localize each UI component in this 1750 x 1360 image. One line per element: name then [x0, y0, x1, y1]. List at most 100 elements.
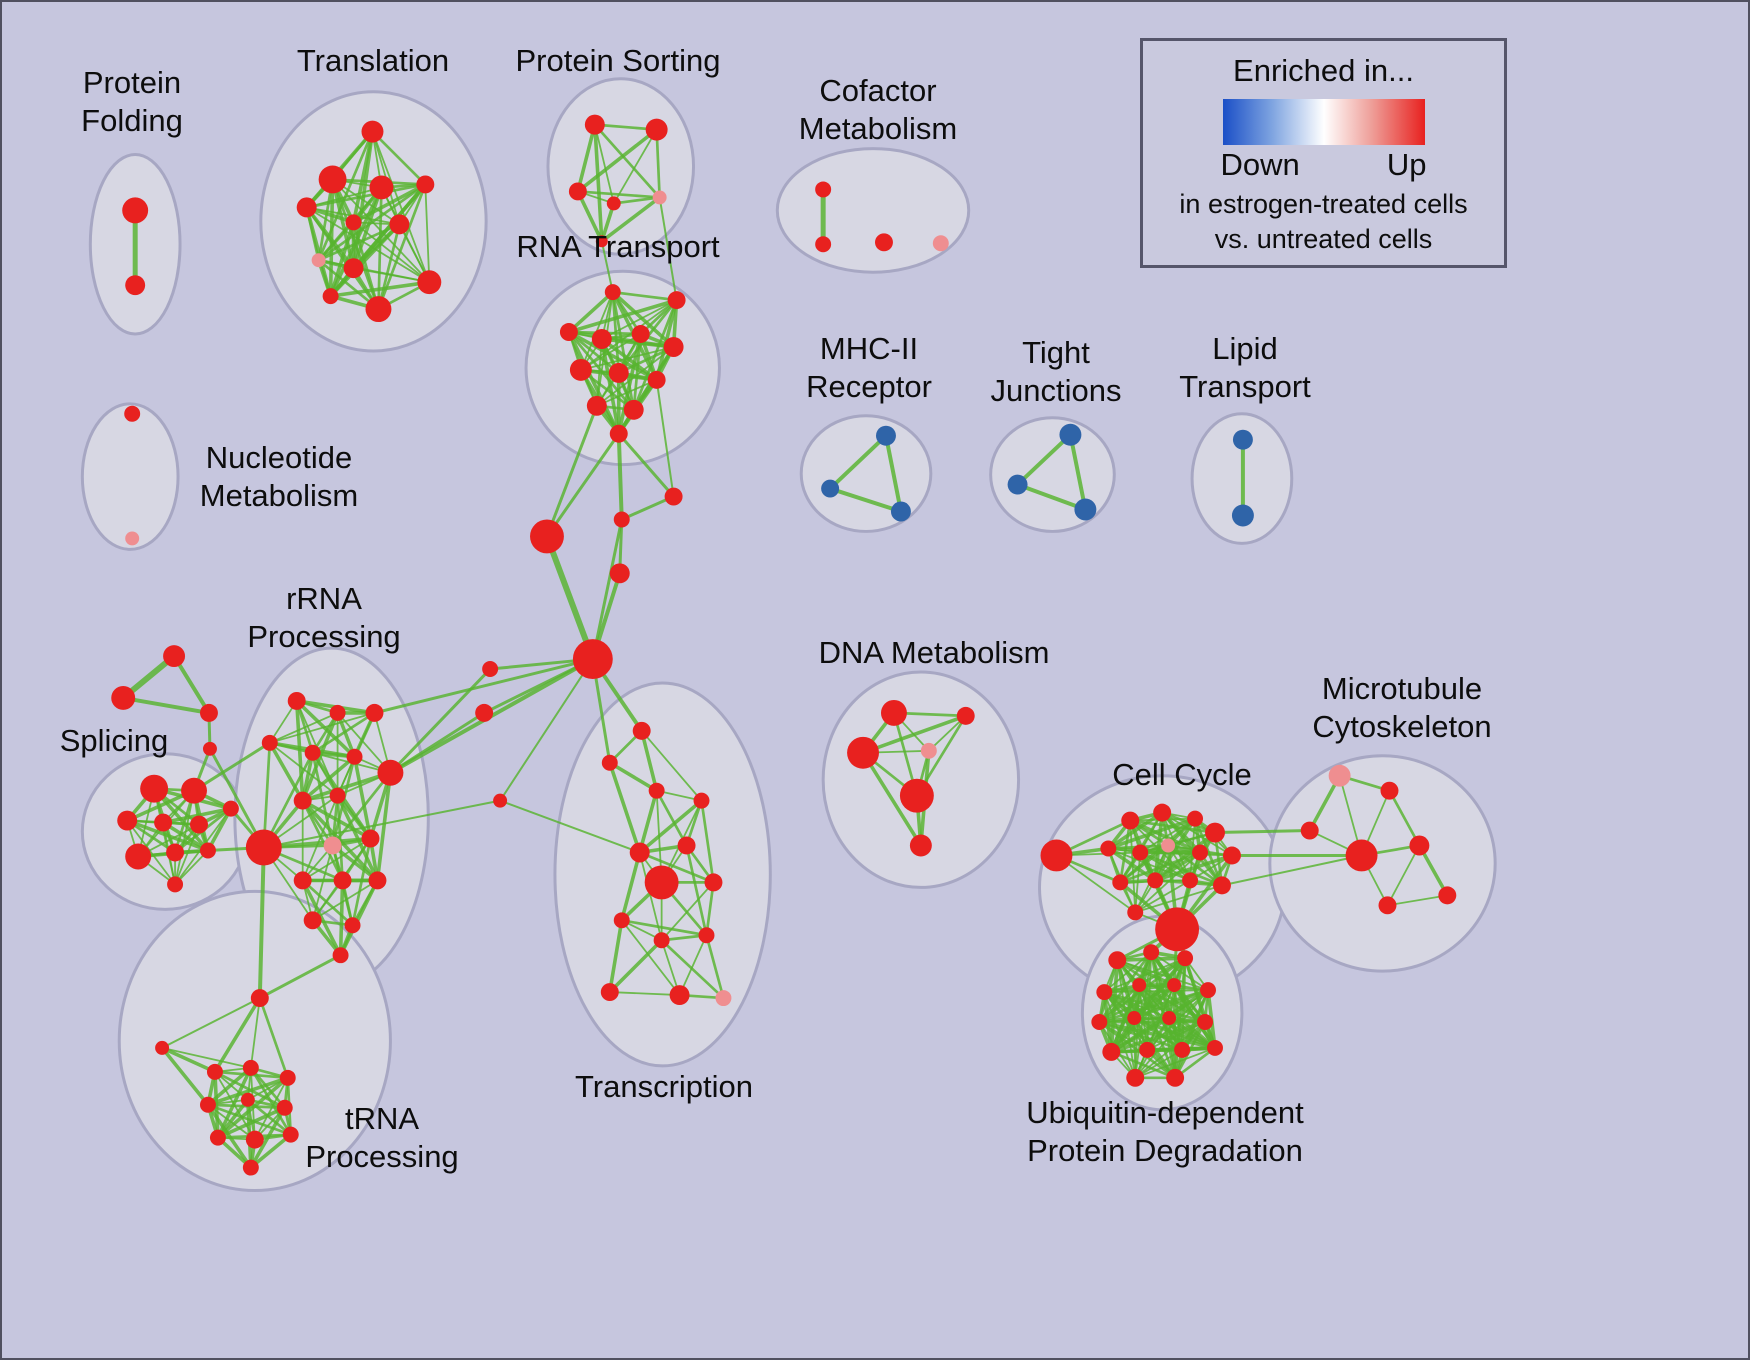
node-ubiquitin-12[interactable]: [1139, 1041, 1156, 1058]
node-ubiquitin-0[interactable]: [1108, 951, 1127, 970]
node-transcription-1[interactable]: [601, 754, 618, 771]
node-rna-transport-11[interactable]: [609, 424, 628, 443]
node-trna-processing-11[interactable]: [242, 1159, 259, 1176]
node-rrna-processing-13[interactable]: [333, 871, 352, 890]
node-translation-0[interactable]: [361, 120, 384, 143]
node-rna-transport-6[interactable]: [569, 358, 592, 381]
node-rna-transport-5[interactable]: [663, 337, 684, 357]
node-nucleotide-metabolism-0[interactable]: [124, 405, 141, 422]
node-cofactor-metabolism-0[interactable]: [815, 181, 832, 198]
node-protein-sorting-4[interactable]: [652, 190, 667, 205]
node-tight-junctions-2[interactable]: [1074, 498, 1097, 521]
node-transcription-12[interactable]: [669, 985, 690, 1006]
node-microtubule-3[interactable]: [1345, 839, 1378, 872]
node-tight-junctions-0[interactable]: [1059, 423, 1082, 446]
node-ubiquitin-7[interactable]: [1091, 1014, 1108, 1030]
node-dna-metabolism-0[interactable]: [880, 699, 907, 726]
node-splicing-8[interactable]: [199, 842, 216, 859]
node-cell-cycle-8[interactable]: [1192, 844, 1209, 861]
node-backbone-2[interactable]: [664, 487, 683, 506]
node-nucleotide-metabolism-1[interactable]: [125, 531, 140, 546]
node-microtubule-1[interactable]: [1380, 781, 1399, 800]
node-transcription-5[interactable]: [629, 842, 650, 863]
node-backbone-5[interactable]: [482, 661, 499, 678]
node-rrna-processing-9[interactable]: [329, 787, 346, 804]
node-translation-8[interactable]: [343, 258, 364, 279]
node-lipid-transport-0[interactable]: [1232, 429, 1253, 450]
node-trna-processing-9[interactable]: [245, 1130, 264, 1149]
node-rna-transport-10[interactable]: [623, 399, 644, 420]
node-cell-cycle-1[interactable]: [1121, 811, 1140, 830]
node-microtubule-6[interactable]: [1378, 896, 1397, 915]
node-cell-cycle-5[interactable]: [1100, 840, 1117, 857]
node-cell-cycle-4[interactable]: [1205, 822, 1225, 843]
node-transcription-7[interactable]: [704, 873, 723, 892]
node-rrna-processing-3[interactable]: [261, 734, 278, 751]
node-dna-metabolism-2[interactable]: [847, 736, 879, 769]
node-backbone-3[interactable]: [609, 563, 630, 584]
node-trna-processing-3[interactable]: [242, 1059, 259, 1076]
node-backbone-4[interactable]: [572, 639, 613, 680]
node-ubiquitin-11[interactable]: [1102, 1042, 1121, 1061]
node-translation-10[interactable]: [365, 296, 392, 323]
node-splicing-4[interactable]: [190, 815, 208, 834]
node-rrna-processing-11[interactable]: [361, 829, 380, 848]
node-transcription-4[interactable]: [677, 836, 696, 855]
node-backbone-9[interactable]: [111, 685, 136, 710]
node-splicing-6[interactable]: [125, 843, 152, 870]
node-backbone-11[interactable]: [202, 741, 217, 756]
node-cell-cycle-0[interactable]: [1040, 839, 1073, 872]
node-protein-sorting-1[interactable]: [645, 118, 668, 141]
node-transcription-0[interactable]: [632, 721, 651, 740]
node-splicing-1[interactable]: [181, 777, 207, 804]
node-rna-transport-7[interactable]: [608, 362, 629, 383]
node-cell-cycle-15[interactable]: [1127, 904, 1144, 921]
node-rna-transport-0[interactable]: [604, 284, 621, 301]
node-rrna-processing-17[interactable]: [332, 947, 349, 964]
node-ubiquitin-8[interactable]: [1127, 1011, 1142, 1025]
node-translation-6[interactable]: [389, 214, 410, 235]
node-cofactor-metabolism-3[interactable]: [932, 235, 949, 252]
node-rna-transport-3[interactable]: [591, 329, 612, 349]
node-rrna-processing-6[interactable]: [377, 759, 404, 786]
node-ubiquitin-4[interactable]: [1132, 978, 1147, 993]
node-rna-transport-8[interactable]: [647, 370, 666, 389]
node-transcription-13[interactable]: [715, 990, 732, 1007]
node-trna-processing-10[interactable]: [282, 1126, 299, 1143]
node-rrna-processing-16[interactable]: [344, 917, 361, 934]
node-translation-4[interactable]: [416, 175, 435, 194]
node-trna-processing-7[interactable]: [276, 1099, 293, 1116]
node-cell-cycle-9[interactable]: [1222, 846, 1241, 865]
node-backbone-7[interactable]: [493, 793, 508, 808]
node-protein-sorting-3[interactable]: [606, 196, 621, 211]
node-cell-cycle-2[interactable]: [1153, 803, 1172, 822]
node-rrna-processing-0[interactable]: [287, 691, 306, 710]
node-rna-transport-2[interactable]: [559, 323, 578, 341]
node-transcription-6[interactable]: [644, 865, 679, 900]
node-cell-cycle-7[interactable]: [1161, 838, 1176, 853]
node-translation-11[interactable]: [322, 288, 339, 305]
node-backbone-6[interactable]: [475, 703, 494, 722]
node-translation-7[interactable]: [311, 253, 326, 268]
node-ubiquitin-3[interactable]: [1096, 984, 1113, 1001]
node-rrna-processing-5[interactable]: [346, 748, 363, 765]
node-ubiquitin-9[interactable]: [1162, 1011, 1177, 1025]
node-microtubule-5[interactable]: [1438, 886, 1457, 905]
node-ubiquitin-15[interactable]: [1126, 1068, 1145, 1087]
node-splicing-9[interactable]: [167, 876, 184, 893]
node-ubiquitin-5[interactable]: [1167, 978, 1182, 993]
node-microtubule-2[interactable]: [1300, 821, 1319, 840]
node-rna-transport-1[interactable]: [667, 291, 686, 310]
node-ubiquitin-1[interactable]: [1143, 944, 1160, 961]
node-cofactor-metabolism-2[interactable]: [875, 233, 893, 252]
node-transcription-2[interactable]: [648, 782, 665, 799]
node-cell-cycle-10[interactable]: [1112, 874, 1129, 891]
node-dna-metabolism-5[interactable]: [909, 834, 932, 857]
node-splicing-5[interactable]: [222, 800, 239, 817]
node-protein-sorting-0[interactable]: [584, 114, 605, 135]
node-protein-folding-0[interactable]: [122, 197, 149, 224]
node-cell-cycle-12[interactable]: [1182, 872, 1199, 889]
node-trna-processing-2[interactable]: [206, 1063, 223, 1080]
node-trna-processing-4[interactable]: [279, 1069, 296, 1086]
node-protein-folding-1[interactable]: [125, 275, 146, 296]
